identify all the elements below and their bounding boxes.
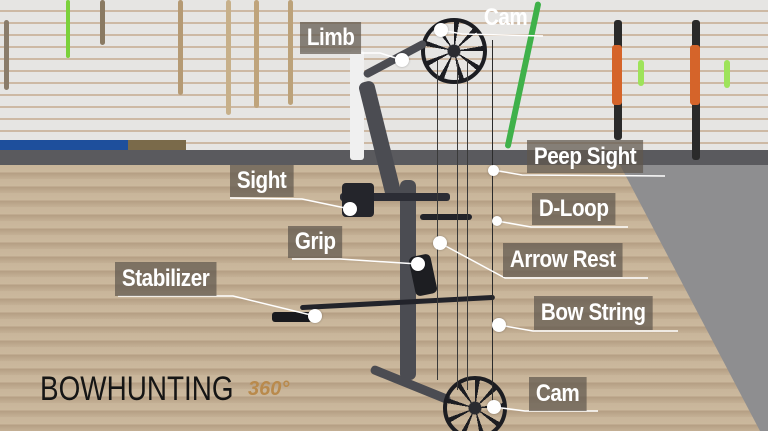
leader-limb bbox=[300, 52, 403, 61]
callout-dot-sight bbox=[343, 202, 357, 216]
cable bbox=[457, 60, 458, 390]
leader-bow-string bbox=[498, 324, 678, 332]
logo-wordmark: BOWHUNTING bbox=[40, 370, 234, 408]
label-d-loop: D-Loop bbox=[532, 193, 616, 225]
bowhunting-360-logo: BOWHUNTING 360° bbox=[40, 370, 289, 409]
leader-grip bbox=[292, 258, 419, 265]
callout-dot-bow-string bbox=[492, 318, 506, 332]
leader-sight bbox=[229, 197, 351, 210]
callout-dot-grip bbox=[411, 257, 425, 271]
leader-arrow-rest bbox=[439, 242, 648, 279]
label-cam-bottom: Cam bbox=[529, 377, 587, 411]
callout-dot-cam-bottom bbox=[487, 400, 501, 414]
hanging-bow-orange bbox=[690, 45, 700, 105]
arrow-fletching bbox=[724, 60, 730, 88]
hanging-bow bbox=[288, 0, 293, 105]
callout-dot-stabilizer bbox=[308, 309, 322, 323]
hanging-bow bbox=[100, 0, 105, 45]
leader-d-loop bbox=[496, 220, 628, 228]
leader-peep-sight bbox=[492, 169, 666, 177]
hanging-bow bbox=[66, 0, 70, 58]
leader-cam-top bbox=[440, 29, 544, 37]
label-grip: Grip bbox=[288, 226, 343, 258]
label-sight: Sight bbox=[230, 165, 294, 197]
callout-dot-peep-sight bbox=[488, 165, 499, 176]
arrow-fletching bbox=[638, 60, 644, 86]
hanging-bow bbox=[4, 20, 9, 90]
hanging-bow bbox=[178, 0, 183, 95]
label-arrow-rest: Arrow Rest bbox=[503, 243, 623, 277]
callout-dot-arrow-rest bbox=[433, 236, 447, 250]
bow-string-line bbox=[492, 40, 493, 410]
label-stabilizer: Stabilizer bbox=[115, 262, 217, 296]
hanging-bow bbox=[254, 0, 259, 108]
label-bow-string: Bow String bbox=[534, 296, 653, 330]
callout-dot-d-loop bbox=[492, 216, 502, 226]
stabilizer-weight bbox=[272, 312, 312, 322]
logo-360: 360° bbox=[248, 378, 290, 400]
callout-dot-limb bbox=[395, 53, 409, 67]
cable bbox=[437, 60, 438, 380]
leader-cam-bottom bbox=[493, 406, 598, 412]
hanging-bow bbox=[226, 0, 231, 115]
label-limb: Limb bbox=[300, 22, 362, 54]
label-peep-sight: Peep Sight bbox=[527, 140, 644, 173]
sight-bar bbox=[340, 193, 450, 201]
label-cam-top: Cam bbox=[483, 4, 528, 31]
hanging-bow-white bbox=[350, 50, 364, 160]
arrow-shelf-rod bbox=[420, 214, 472, 220]
hanging-bow-orange bbox=[612, 45, 622, 105]
callout-dot-cam-top bbox=[434, 23, 448, 37]
riser-lower bbox=[400, 180, 416, 380]
cable bbox=[467, 60, 468, 390]
leader-stabilizer bbox=[118, 295, 316, 317]
